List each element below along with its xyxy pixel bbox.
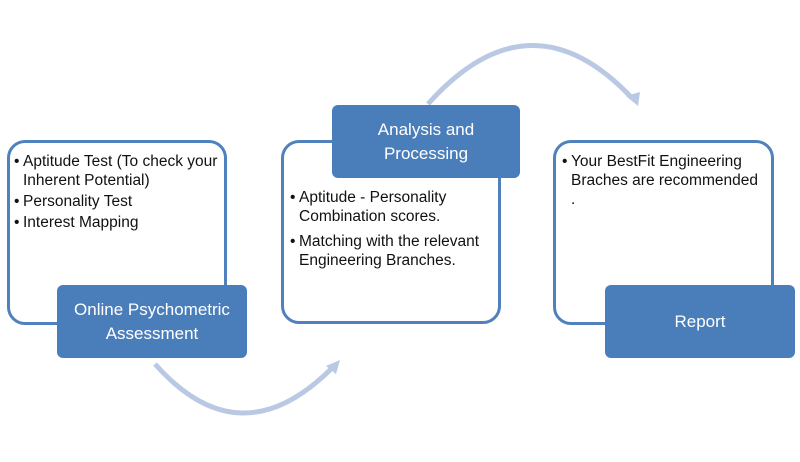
step-2-bullet-1: •Aptitude - Personality Combination scor… (290, 189, 447, 225)
step-2-title: Analysis and Processing (332, 105, 520, 178)
step-1-bullet-3: •Interest Mapping (14, 214, 139, 231)
bullet-icon: • (562, 153, 568, 170)
step-1-bullet-list: •Aptitude Test (To check your Inherent P… (14, 152, 224, 238)
step-3-bullet-list: •Your BestFit Engineering Braches are re… (562, 152, 762, 215)
step-3-title: Report (605, 285, 795, 358)
arrowhead-icon-step1-to-step2 (326, 360, 340, 374)
bullet-icon: • (14, 193, 20, 210)
bullet-icon: • (290, 233, 296, 250)
curved-arrow-icon-step1-to-step2 (153, 362, 334, 416)
step-1-bullet-1: •Aptitude Test (To check your Inherent P… (14, 153, 218, 189)
bullet-icon: • (14, 153, 20, 170)
curved-arrow-icon-step2-to-step3 (426, 43, 634, 106)
arrowhead-icon-step2-to-step3 (626, 92, 640, 106)
step-2-bullet-list: •Aptitude - Personality Combination scor… (290, 188, 495, 276)
bullet-icon: • (290, 189, 296, 206)
step-2-bullet-2: •Matching with the relevant Engineering … (290, 233, 480, 269)
step-1-title: Online Psychometric Assessment (57, 285, 247, 358)
step-1-bullet-2: •Personality Test (14, 193, 133, 210)
bullet-icon: • (14, 214, 20, 231)
step-3-bullet-1: •Your BestFit Engineering Braches are re… (562, 153, 758, 208)
